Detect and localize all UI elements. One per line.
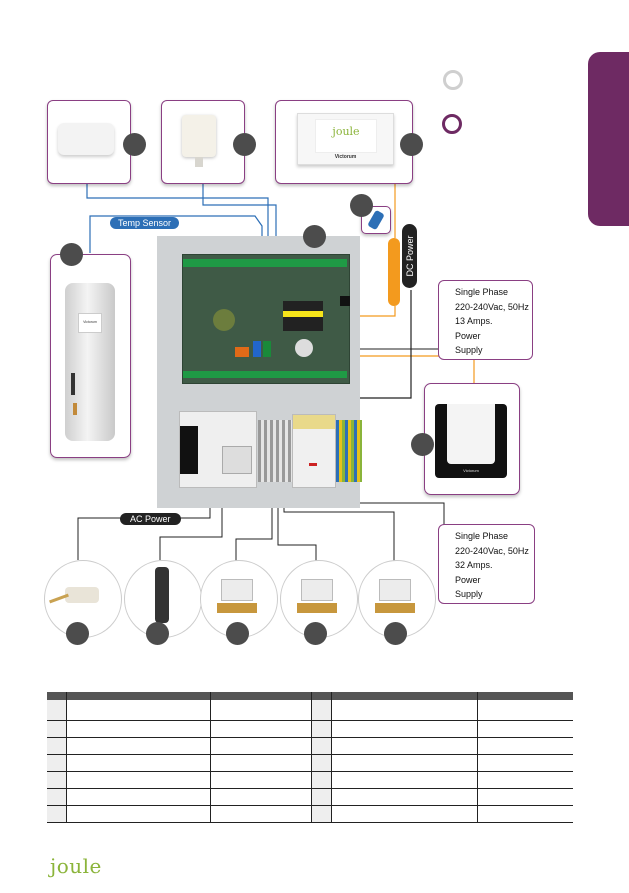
badge bbox=[233, 133, 256, 156]
relay-orange bbox=[235, 347, 249, 357]
brand-logo: joule bbox=[50, 854, 102, 878]
immersion-head bbox=[65, 587, 99, 603]
motorised-valve-1 bbox=[200, 560, 278, 638]
badge bbox=[66, 622, 89, 645]
supply-line: 32 Amps. bbox=[455, 560, 493, 570]
cylinder-label-plate: Victorum bbox=[78, 313, 102, 333]
valve-body bbox=[375, 603, 415, 613]
thermostat-card bbox=[47, 100, 131, 184]
power-supply-32a: Single Phase 220-240Vac, 50Hz 32 Amps. P… bbox=[438, 524, 535, 604]
temp-sensor-label: Temp Sensor bbox=[110, 217, 180, 229]
badge bbox=[60, 243, 83, 266]
supply-line: Single Phase bbox=[455, 287, 509, 297]
supply-line: Single Phase bbox=[455, 531, 509, 541]
supply-line: Power bbox=[455, 330, 481, 341]
wire-outdoor-sensor bbox=[202, 183, 277, 254]
pcb-connector bbox=[340, 296, 350, 306]
component-table bbox=[47, 692, 573, 823]
wire-orange-pcb bbox=[344, 306, 396, 317]
supply-line: 13 Amps. bbox=[455, 316, 493, 326]
hot-water-cylinder: Victorum bbox=[65, 283, 115, 441]
motorised-valve-2 bbox=[280, 560, 358, 638]
relay-green bbox=[263, 341, 271, 357]
wire-valve-1 bbox=[235, 488, 273, 562]
wire-pump bbox=[159, 488, 223, 560]
isolator-top bbox=[293, 415, 335, 429]
supply-line: 220-240Vac, 50Hz bbox=[455, 545, 529, 556]
badge bbox=[226, 622, 249, 645]
valve-body bbox=[297, 603, 337, 613]
cylinder-control bbox=[71, 373, 75, 395]
heat-pump-brand: Victorum bbox=[463, 468, 479, 473]
cylinder-fitting bbox=[73, 403, 77, 415]
power-supply-13a: Single Phase 220-240Vac, 50Hz 13 Amps. P… bbox=[438, 280, 533, 360]
isolator bbox=[292, 414, 336, 488]
terminal-strip-bottom bbox=[183, 371, 347, 378]
wire-heatpump bbox=[340, 355, 475, 383]
badge bbox=[400, 133, 423, 156]
heat-pump-front bbox=[447, 404, 495, 464]
badge bbox=[411, 433, 434, 456]
sensor-gland bbox=[195, 157, 203, 167]
capacitor bbox=[295, 339, 313, 357]
ac-power-label: AC Power bbox=[120, 513, 181, 525]
valve-body bbox=[217, 603, 257, 613]
supply-line: Supply bbox=[455, 589, 483, 599]
valve-actuator bbox=[221, 579, 253, 601]
legend-ring-grey bbox=[443, 70, 463, 90]
terminal-block-grey bbox=[258, 420, 292, 482]
terminal-block-earth bbox=[336, 420, 362, 482]
dc-power-cable bbox=[388, 238, 400, 306]
cylinder-brand: Victorum bbox=[83, 320, 97, 324]
supply-line: Supply bbox=[455, 345, 483, 355]
dc-power-label: DC Power bbox=[405, 235, 415, 277]
badge bbox=[350, 194, 373, 217]
badge bbox=[304, 622, 327, 645]
transformer-band bbox=[283, 311, 323, 317]
screen-display: joule bbox=[315, 119, 377, 153]
badge bbox=[146, 622, 169, 645]
supply-line: Power bbox=[455, 574, 481, 585]
legend-ring-purple bbox=[442, 114, 462, 134]
circulation-pump bbox=[124, 560, 202, 638]
screen-brand: Victorum bbox=[334, 154, 357, 160]
wire-valve-2 bbox=[277, 488, 317, 562]
screen-logo: joule bbox=[332, 125, 360, 138]
badge bbox=[123, 133, 146, 156]
supply-line: 220-240Vac, 50Hz bbox=[455, 301, 529, 312]
wire-thermostat bbox=[86, 183, 269, 254]
badge bbox=[303, 225, 326, 248]
breaker-block bbox=[179, 411, 257, 488]
terminal-strip-top bbox=[183, 259, 347, 267]
buzzer bbox=[213, 309, 235, 331]
contactor-black bbox=[180, 426, 198, 474]
controller-pcb bbox=[182, 254, 350, 384]
control-screen-card: joule Victorum bbox=[275, 100, 413, 184]
section-tab bbox=[588, 52, 629, 226]
isolator-indicator bbox=[309, 463, 317, 466]
pump-body bbox=[155, 567, 169, 623]
valve-actuator bbox=[301, 579, 333, 601]
valve-actuator bbox=[379, 579, 411, 601]
outdoor-sensor-card bbox=[161, 100, 245, 184]
cylinder-card: Victorum bbox=[50, 254, 131, 458]
heat-pump-unit: Victorum bbox=[435, 404, 507, 478]
mcb-switches bbox=[222, 446, 252, 474]
relay-blue bbox=[253, 341, 261, 357]
wire-temp-sensor bbox=[89, 215, 263, 254]
outdoor-sensor-device bbox=[182, 115, 216, 157]
badge bbox=[384, 622, 407, 645]
control-screen-device: joule Victorum bbox=[297, 113, 394, 165]
thermostat-device bbox=[58, 123, 114, 155]
dc-power-label-bg bbox=[402, 224, 417, 288]
heat-pump-card: Victorum bbox=[424, 383, 520, 495]
